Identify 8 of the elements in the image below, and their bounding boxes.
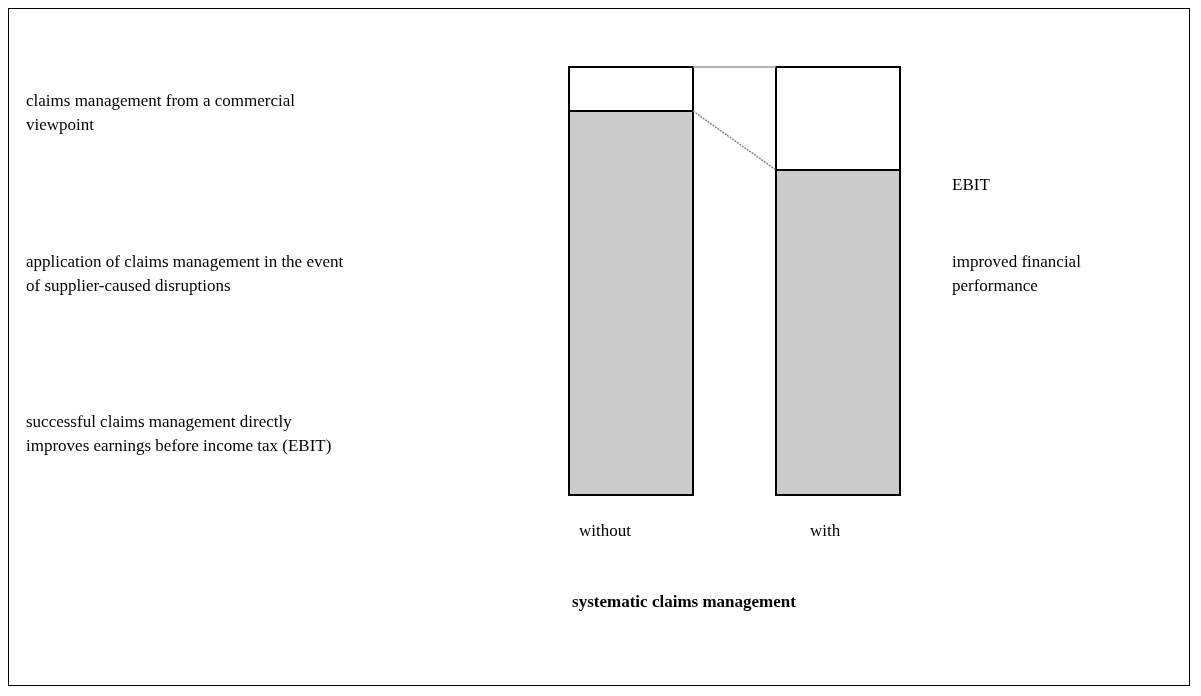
annotation-text: application of claims management in the event of supplier-caused disruptions [26, 251, 345, 297]
annotation-text: claims management from a commercial viewpoint [26, 90, 297, 136]
annotation-text: without [579, 520, 632, 542]
annotation-text: successful claims management directly improves earnings before income tax (EBIT) [26, 411, 333, 457]
axis-title: systematic claims management [571, 591, 797, 613]
annotation-text: improved financial performance [952, 251, 1082, 297]
annotation-text: EBIT [952, 174, 991, 196]
annotation-text: with [810, 520, 842, 542]
